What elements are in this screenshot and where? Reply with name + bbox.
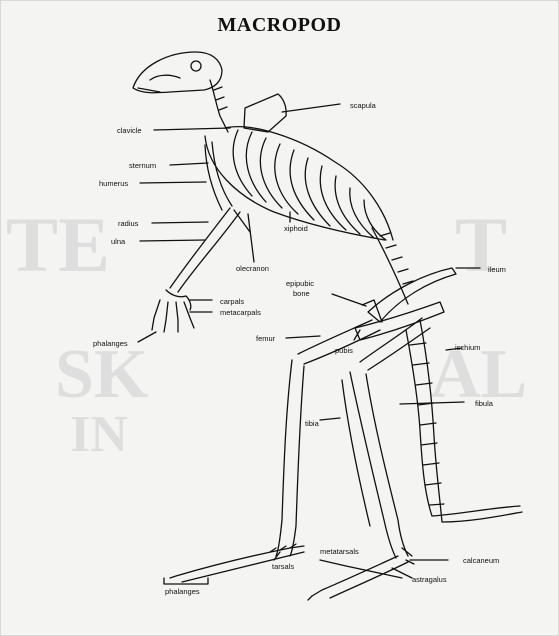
label-clavicle: clavicle [117,126,142,135]
label-scapula: scapula [350,101,376,110]
label-epipubic-bone: bone [293,289,310,298]
label-pubis: pubis [335,346,353,355]
label-ileum: ileum [488,265,506,274]
label-metatarsals: metatarsals [320,547,359,556]
label-carpals: carpals [220,297,244,306]
label-ulna: ulna [111,237,125,246]
label-humerus: humerus [99,179,128,188]
label-phalanges-hind: phalanges [165,587,200,596]
label-fibula: fibula [475,399,493,408]
label-tarsals: tarsals [272,562,294,571]
label-astragalus: astragalus [412,575,447,584]
label-metacarpals: metacarpals [220,308,261,317]
label-epipubic-bone: epipubic [286,279,314,288]
label-olecranon: olecranon [236,264,269,273]
label-tibia: tibia [305,419,319,428]
label-phalanges-front: phalanges [93,339,128,348]
label-calcaneum: calcaneum [463,556,499,565]
label-ischium: ischium [455,343,480,352]
label-xiphoid: xiphoid [284,224,308,233]
label-femur: femur [256,334,275,343]
label-sternum: sternum [129,161,156,170]
label-radius: radius [118,219,138,228]
